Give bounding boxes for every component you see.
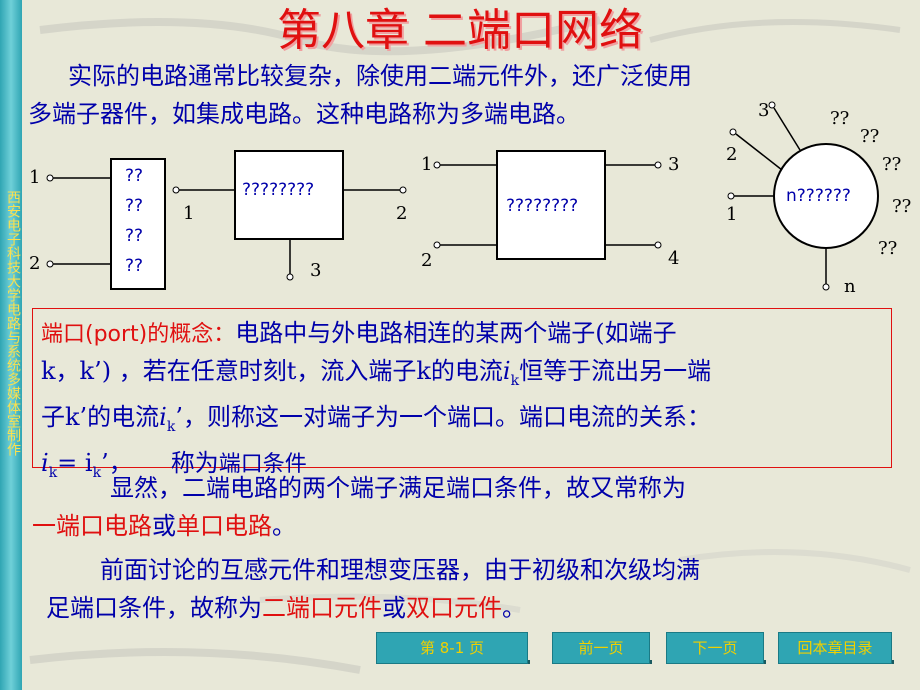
fig3-box: ????????	[496, 150, 606, 260]
port-condition-term: 端口条件	[218, 451, 307, 477]
port-concept-box: 端口(port)的概念：电路中与外电路相连的某两个端子(如端子 k，k’) ，若…	[32, 308, 892, 480]
intro-line-1: 实际的电路通常比较复杂，除使用二端元件外，还广泛使用	[68, 62, 692, 90]
fig2-terminal-3: 3	[310, 260, 322, 281]
concept-line-3a: 子k’的电流	[41, 402, 160, 431]
fig1-terminal-2: 2	[29, 253, 41, 274]
fig4-terminal-n: n	[844, 276, 856, 297]
fig2-box-text: ????????	[242, 180, 315, 200]
current-symbol: i	[502, 357, 511, 385]
eq-mid: = i	[57, 448, 93, 477]
eq-end: ’，	[101, 448, 133, 477]
para3-or: 或	[382, 594, 406, 622]
fig1-line-4: ??	[125, 256, 144, 276]
current-symbol-2: i	[159, 402, 167, 431]
fig1-line-3: ??	[125, 226, 144, 246]
single-port-circuit-term: 单口电路	[176, 512, 272, 540]
fig3-terminal-4: 4	[668, 248, 680, 269]
port-concept-text: 端口(port)的概念：电路中与外电路相连的某两个端子(如端子 k，k’) ，若…	[41, 315, 886, 490]
page-number: 第 8-1 页	[376, 632, 528, 664]
called-text: 称为	[170, 448, 219, 477]
one-port-circuit-term: 一端口电路	[32, 512, 152, 540]
eq-sub-1: k	[48, 464, 58, 481]
concept-line-2: k，k’) ，若在任意时刻t，流入端子k的电流	[41, 357, 503, 385]
fig4-circle-text: n??????	[786, 186, 851, 206]
para2-or: 或	[152, 512, 176, 540]
fig2-terminal-2: 2	[396, 203, 408, 224]
intro-line-2: 多端子器件，如集成电路。这种电路称为多端电路。	[28, 100, 580, 128]
fig3-box-text: ????????	[506, 196, 579, 216]
fig1-line-1: ??	[125, 166, 144, 186]
fig3-terminal-3: 3	[668, 154, 680, 175]
left-sidebar: 西安电子科技大学电路与系统多媒体室制作	[0, 0, 22, 690]
para3-line-2: 足端口条件，故称为二端口元件或双口元件。	[46, 590, 526, 626]
fig4-mark-4: ??	[892, 196, 912, 217]
fig1-terminal-1: 1	[29, 167, 41, 188]
chapter-toc-button[interactable]: 回本章目录	[778, 632, 892, 664]
para2-line-2: 一端口电路或单口电路。	[32, 508, 296, 544]
concept-line-3b: ’，则称这一对端子为一个端口。端口电流的关系：	[175, 402, 711, 431]
fig3-terminal-2: 2	[421, 250, 433, 271]
dual-port-element-term: 双口元件	[406, 594, 502, 622]
concept-line-1: 电路中与外电路相连的某两个端子(如端子	[235, 319, 677, 347]
concept-line-2-end: 恒等于流出另一端	[519, 357, 712, 385]
fig3-terminal-1: 1	[421, 154, 433, 175]
current-subscript: k	[510, 372, 520, 389]
fig4-terminal-3: 3	[758, 100, 770, 121]
para2-end: 。	[272, 512, 296, 540]
port-concept-heading: 端口(port)的概念：	[41, 322, 236, 347]
fig4-mark-5: ??	[878, 238, 898, 259]
para3-line-1: 前面讨论的互感元件和理想变压器，由于初级和次级均满	[100, 556, 700, 584]
fig1-line-2: ??	[125, 196, 144, 216]
current-subscript-2: k	[166, 418, 176, 435]
fig4-mark-1: ??	[830, 108, 850, 129]
eq-left: i	[41, 448, 49, 477]
fig2-terminal-1: 1	[183, 203, 195, 224]
fig4-terminal-1: 1	[726, 204, 738, 225]
fig4-mark-2: ??	[860, 126, 880, 147]
two-port-element-term: 二端口元件	[262, 594, 382, 622]
sidebar-credit: 西安电子科技大学电路与系统多媒体室制作	[5, 190, 21, 456]
page-title: 第八章 二端口网络	[277, 5, 643, 56]
fig4-terminal-2: 2	[726, 144, 738, 165]
fig2-box: ????????	[234, 150, 344, 240]
fig1-box: ?? ?? ?? ??	[110, 158, 166, 290]
fig4-mark-3: ??	[882, 154, 902, 175]
para3-start: 足端口条件，故称为	[46, 594, 262, 622]
prev-page-button[interactable]: 前一页	[552, 632, 650, 664]
next-page-button[interactable]: 下一页	[666, 632, 764, 664]
para3-end: 。	[502, 594, 526, 622]
eq-sub-2: k	[92, 464, 102, 481]
para2-line-1: 显然，二端电路的两个端子满足端口条件，故又常称为	[110, 474, 686, 502]
